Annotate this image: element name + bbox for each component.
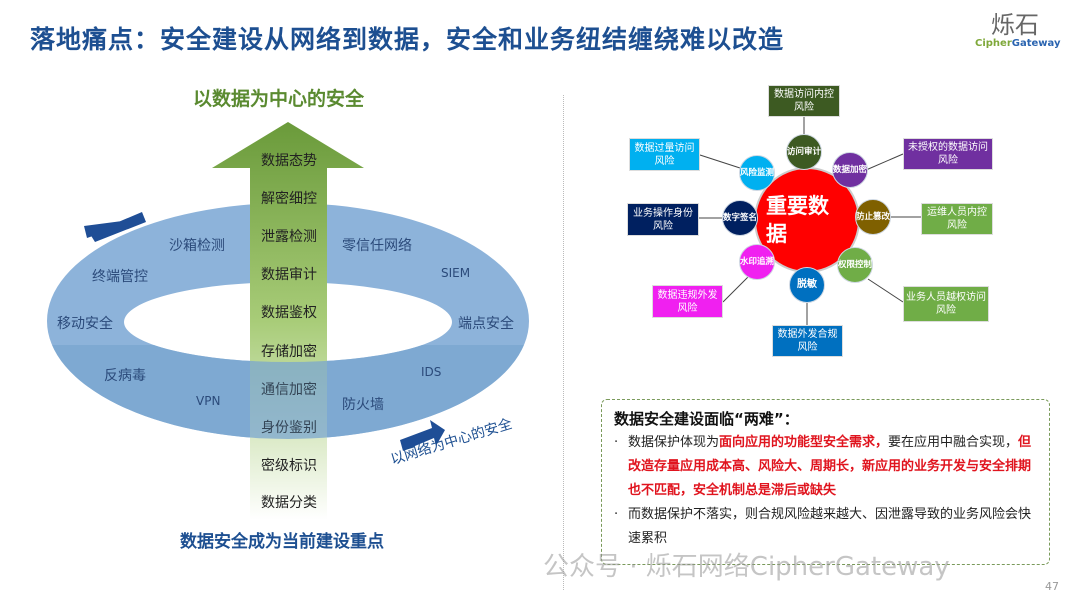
text: 要在应用中融合实现， bbox=[888, 435, 1019, 450]
highlight: 但改造存量应用成本高、风险大、周期长，新应用的业务开发与安全排期也不匹配，安全机… bbox=[628, 435, 1032, 498]
ring-item: 防火墙 bbox=[342, 397, 384, 413]
ring-item: 沙箱检测 bbox=[169, 238, 225, 254]
arrow-item: 密级标识 bbox=[261, 458, 317, 474]
ring-item: VPN bbox=[196, 394, 221, 408]
arrow-item: 泄露检测 bbox=[261, 229, 317, 245]
risk-box: 数据违规外发风险 bbox=[652, 285, 723, 318]
control-digital-signature: 数字签名 bbox=[722, 200, 758, 236]
logo-en-gateway: Gateway bbox=[1011, 38, 1061, 49]
highlight: 面向应用的功能型安全需求， bbox=[719, 435, 889, 450]
risk-box: 数据访问内控风险 bbox=[768, 85, 840, 117]
security-evolution-diagram bbox=[47, 122, 529, 520]
dilemma-box: 数据安全建设面临“两难”： 数据保护体现为面向应用的功能型安全需求，要在应用中融… bbox=[601, 399, 1050, 565]
arrow-item: 数据审计 bbox=[261, 267, 317, 283]
arrow-left-icon bbox=[84, 212, 146, 242]
ring-item: 零信任网络 bbox=[342, 238, 412, 254]
arrow-item: 数据态势 bbox=[261, 153, 317, 169]
risk-box: 业务操作身份风险 bbox=[627, 203, 699, 236]
risk-box: 运维人员内控风险 bbox=[921, 203, 993, 235]
logo-cn: 烁石 bbox=[991, 11, 1039, 39]
arrow-item: 数据分类 bbox=[261, 495, 317, 511]
control-permission: 权限控制 bbox=[837, 247, 873, 283]
dilemma-heading: 数据安全建设面临“两难”： bbox=[614, 410, 799, 428]
ring-item: 终端管控 bbox=[92, 269, 148, 285]
ring-item: 反病毒 bbox=[104, 368, 146, 384]
bottom-caption: 数据安全成为当前建设重点 bbox=[180, 532, 384, 552]
page-number: 47 bbox=[1045, 580, 1059, 593]
arrow-item: 通信加密 bbox=[261, 382, 317, 398]
control-data-encryption: 数据加密 bbox=[832, 152, 868, 188]
dilemma-bullet-1: 数据保护体现为面向应用的功能型安全需求，要在应用中融合实现，但改造存量应用成本高… bbox=[614, 431, 1037, 503]
risk-box: 数据过量访问风险 bbox=[629, 138, 700, 171]
ring-item: IDS bbox=[421, 365, 442, 379]
arrow-item: 存储加密 bbox=[261, 344, 317, 360]
text: 数据保护体现为 bbox=[628, 435, 720, 450]
control-masking: 脱敏 bbox=[789, 267, 825, 303]
arrow-item: 数据鉴权 bbox=[261, 305, 317, 321]
slide-title: 落地痛点：安全建设从网络到数据，安全和业务纽结缠绕难以改造 bbox=[30, 25, 785, 54]
watermark: 公众号 · 烁石网络CipherGateway bbox=[543, 552, 950, 582]
data-centric-caption: 以数据为中心的安全 bbox=[193, 88, 365, 110]
risk-box: 未授权的数据访问风险 bbox=[903, 138, 993, 170]
dilemma-bullet-2: 而数据保护不落实，则合规风险越来越大、因泄露导致的业务风险会快速累积 bbox=[614, 503, 1037, 551]
control-watermark: 水印追溯 bbox=[739, 244, 775, 280]
ring-item: 移动安全 bbox=[57, 316, 113, 332]
risk-box: 业务人员越权访问风险 bbox=[903, 286, 989, 322]
arrow-right-icon bbox=[400, 420, 445, 451]
divider bbox=[563, 95, 564, 590]
control-tamper-proof: 防止篡改 bbox=[855, 199, 891, 235]
company-logo: 烁石 CipherGateway bbox=[975, 11, 1060, 49]
ring-item: 端点安全 bbox=[458, 316, 514, 332]
arrow-item: 身份鉴别 bbox=[261, 420, 317, 436]
logo-en-cipher: Cipher bbox=[975, 38, 1012, 49]
control-access-audit: 访问审计 bbox=[786, 134, 822, 170]
ring-item: SIEM bbox=[441, 266, 471, 280]
arrow-item: 解密细控 bbox=[261, 191, 317, 207]
risk-box: 数据外发合规风险 bbox=[772, 325, 843, 357]
control-risk-monitor: 风险监测 bbox=[739, 155, 775, 191]
